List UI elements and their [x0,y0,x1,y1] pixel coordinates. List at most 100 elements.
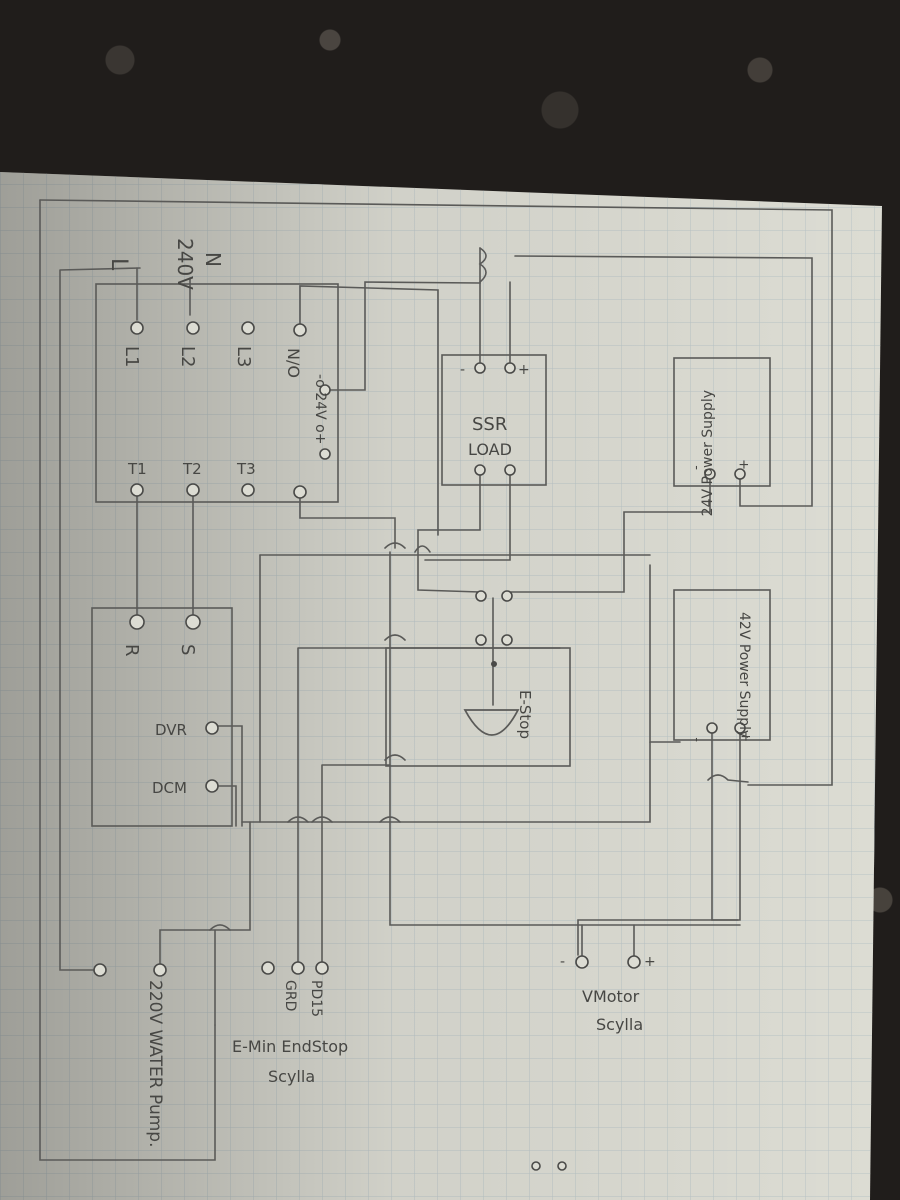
terminal-l3 [241,321,255,335]
terminal-estop-4 [501,634,513,646]
label-pump-title: 220V WATER Pump. [145,980,165,1148]
graph-paper [0,172,882,1200]
label-vfd-t2: T2 [182,460,202,478]
supply-42v-loop-wire [707,774,749,783]
outer-loop-wire [39,199,216,1161]
terminal-r [129,614,145,630]
label-vfd-t1: T1 [127,460,147,478]
label-motor-plus: + [644,954,656,970]
terminal-endstop-pd15 [315,961,329,975]
terminals [93,321,746,1171]
label-vfd-l2: L2 [177,346,198,367]
label-motor-minus: - [560,954,565,970]
terminal-dvr [205,721,219,735]
terminal-endstop-1 [261,961,275,975]
dvr-wire [214,725,243,827]
label-vfd-t3: T3 [236,460,256,478]
terminal-estop-2 [501,590,513,602]
label-vfd-l1: L1 [121,346,142,367]
crossover-4 [384,754,406,761]
label-driver-dcm: DCM [152,779,187,797]
terminal-ssr-load-1 [474,464,486,476]
label-supply-24v-plus: + [737,459,752,470]
label-supply-l: L [106,258,131,271]
top-frame-wire [39,199,833,786]
crossover-6 [311,816,333,823]
label-supply-42v: 42V Power Supply [736,612,752,738]
crossover-5 [287,816,309,823]
label-ssr-plus: + [518,362,530,378]
label-estop: E-Stop [516,690,534,739]
vfd-box [95,283,339,503]
label-vfd-l3: L3 [233,346,254,367]
label-supply-42v-plus: + [739,731,754,742]
estop-pivot [491,661,497,667]
pump-lead [159,821,251,969]
no-ssr-wire [299,285,439,536]
l-line-wire [59,267,141,971]
label-driver-dvr: DVR [155,721,187,739]
terminal-l2 [186,321,200,335]
label-motor-board: Scylla [596,1015,643,1034]
terminal-t1 [130,483,144,497]
wires [39,199,833,1161]
supply-42v-plus-wire [577,724,741,956]
label-ssr-title: SSR [472,414,507,435]
terminal-24v-out-minus [704,468,716,480]
pd15-lead [321,764,391,969]
label-endstop-pd15: PD15 [308,980,324,1017]
dcm-wire [214,785,237,827]
terminal-t4 [293,485,307,499]
terminal-dcm [205,779,219,793]
ssr-coil-wire [478,247,487,363]
terminal-24v-out-plus [734,468,746,480]
label-supply-voltage: 240V [173,238,197,290]
terminal-24v-minus [319,448,331,460]
supply-24v-minus-wire [509,477,711,593]
crossover-8 [209,924,231,931]
terminal-pump-1 [93,963,107,977]
plus24-wire [329,247,481,391]
label-driver-s: S [177,644,198,655]
terminal-motor-plus [627,955,641,969]
terminal-t3 [241,483,255,497]
terminal-24v-plus [319,384,331,396]
supply-24v-plus-wire [514,255,813,507]
terminal-42v-minus [706,722,718,734]
terminal-ssr-plus [504,362,516,374]
label-supply-42v-minus: - [689,737,704,742]
ssr-load-wire-1 [417,469,481,593]
terminal-ssr-load-2 [504,464,516,476]
terminal-spare-2 [557,1161,567,1171]
terminal-42v-plus [734,722,746,734]
terminal-s [185,614,201,630]
label-ssr-load: LOAD [468,440,512,459]
supply-42v-box [673,589,771,741]
label-motor-title: VMotor [582,987,640,1006]
label-vfd-control: -o 24V o+ [312,374,328,444]
label-supply-24v-minus: - [689,465,704,470]
ssr-box [441,354,547,486]
terminal-no [293,323,307,337]
label-endstop-title: E-Min EndStop [232,1037,348,1056]
crossover-3 [384,634,406,641]
crossover-1 [384,542,406,549]
terminal-endstop-grd [291,961,305,975]
label-vfd-no: N/O [284,348,303,378]
label-ssr-minus: - [460,362,465,378]
terminal-estop-3 [475,634,487,646]
label-supply-24v: 24V Power Supply [700,390,716,516]
terminal-t2 [186,483,200,497]
label-driver-r: R [121,644,142,657]
terminal-pump-2 [153,963,167,977]
terminal-estop-1 [475,590,487,602]
crossover-7 [379,816,401,823]
terminal-motor-minus [575,955,589,969]
supply-24v-box [673,357,771,487]
terminal-l1 [130,321,144,335]
gnd-lead [297,647,561,969]
ssr-load-wire-2 [424,469,511,561]
pump-driver-box [91,607,233,827]
label-supply-n: N [201,252,225,267]
